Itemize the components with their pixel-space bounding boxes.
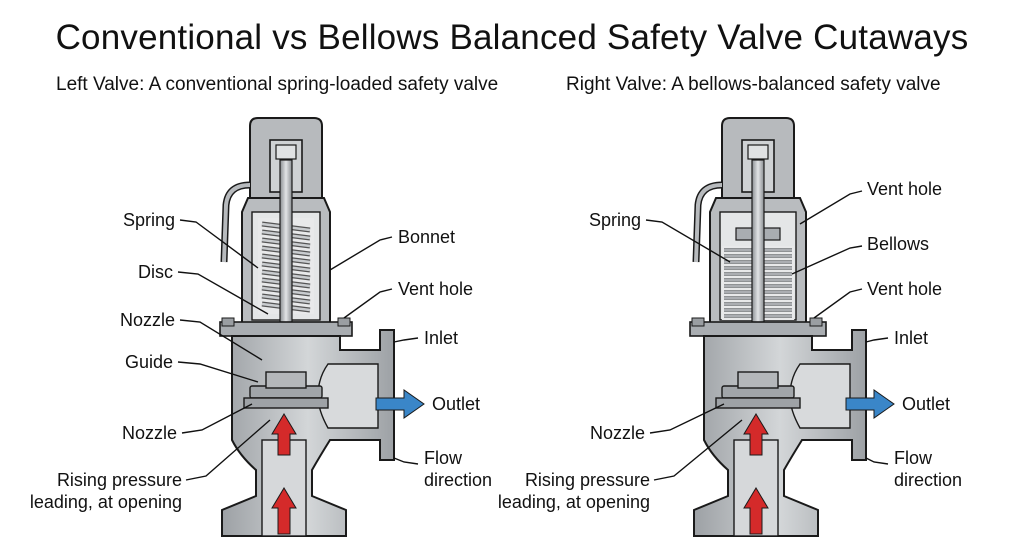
diagram-title: Conventional vs Bellows Balanced Safety … — [55, 18, 969, 57]
left-label-spring: Spring — [123, 210, 175, 230]
left-label-flow-2: direction — [424, 470, 492, 490]
left-outlet-arrow — [375, 389, 425, 419]
right-label-vent-hole-top: Vent hole — [867, 179, 942, 199]
left-label-guide: Guide — [125, 352, 173, 372]
right-label-inlet: Inlet — [894, 328, 928, 348]
right-pressure-arrows — [743, 413, 769, 535]
left-label-outlet: Outlet — [432, 394, 480, 414]
right-valve: Spring Nozzle Rising pressure leading, a… — [498, 117, 962, 537]
right-label-bellows: Bellows — [867, 234, 929, 254]
left-label-nozzle-top: Nozzle — [120, 310, 175, 330]
left-label-vent-hole: Vent hole — [398, 279, 473, 299]
left-label-flow-1: Flow — [424, 448, 463, 468]
left-pressure-arrows — [271, 413, 297, 535]
right-outlet-arrow — [845, 389, 895, 419]
right-label-flow-2: direction — [894, 470, 962, 490]
right-label-spring: Spring — [589, 210, 641, 230]
right-label-nozzle: Nozzle — [590, 423, 645, 443]
left-label-nozzle-bottom: Nozzle — [122, 423, 177, 443]
right-label-flow-1: Flow — [894, 448, 933, 468]
right-valve-subtitle: Right Valve: A bellows-balanced safety v… — [566, 74, 941, 95]
right-label-rising-pressure-1: Rising pressure — [525, 470, 650, 490]
right-label-vent-hole: Vent hole — [867, 279, 942, 299]
left-label-bonnet: Bonnet — [398, 227, 455, 247]
right-label-outlet: Outlet — [902, 394, 950, 414]
right-label-rising-pressure-2: leading, at opening — [498, 492, 650, 512]
left-label-rising-pressure-1: Rising pressure — [57, 470, 182, 490]
left-label-inlet: Inlet — [424, 328, 458, 348]
left-label-disc: Disc — [138, 262, 173, 282]
left-valve: Spring Disc Nozzle Guide Nozzle Rising p… — [30, 117, 492, 537]
left-label-rising-pressure-2: leading, at opening — [30, 492, 182, 512]
left-valve-subtitle: Left Valve: A conventional spring-loaded… — [56, 74, 499, 95]
